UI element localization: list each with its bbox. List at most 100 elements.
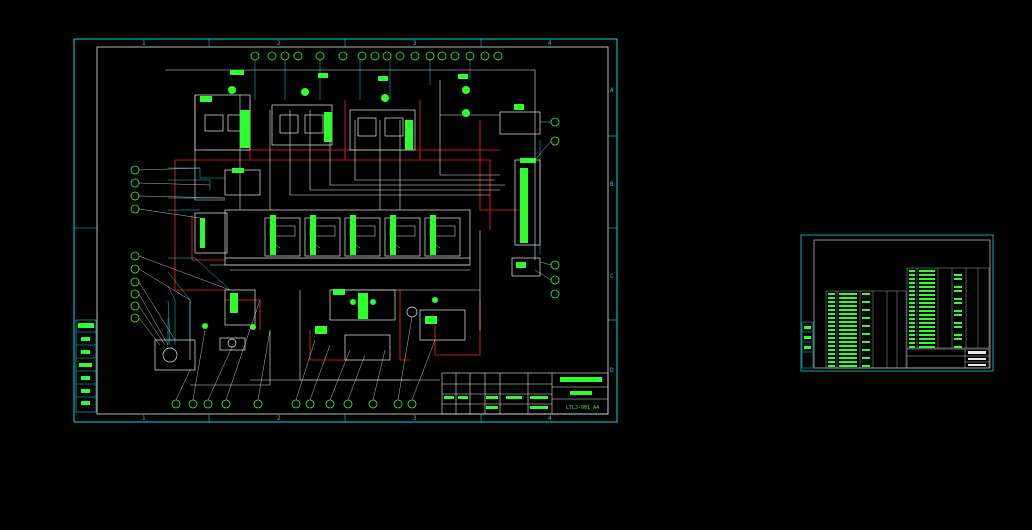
parts-row-mark — [828, 301, 835, 303]
parts-row-mark — [919, 310, 935, 312]
parts-row-mark — [954, 302, 962, 304]
parts-row-mark — [828, 321, 835, 323]
zone-label-bottom-1: 1 — [142, 415, 146, 422]
parts-row-mark — [828, 361, 835, 363]
parts-row-mark — [909, 282, 915, 284]
parts-row-mark — [919, 334, 935, 336]
parts-row-mark — [909, 330, 915, 332]
valve-bank — [194, 209, 471, 266]
parts-row-mark — [862, 365, 870, 367]
valve-block-2 — [271, 104, 333, 146]
parts-row-mark — [954, 322, 962, 324]
parts-row-mark — [862, 293, 870, 295]
parts-row-mark — [828, 357, 835, 359]
parts-row-mark — [909, 318, 915, 320]
parts-row-mark — [909, 306, 915, 308]
parts-row-mark — [954, 278, 962, 280]
parts-row-mark — [862, 301, 870, 303]
parts-row-mark — [954, 346, 962, 348]
parts-row-mark — [909, 290, 915, 292]
parts-row-mark — [828, 317, 835, 319]
parts-row-mark — [839, 349, 857, 351]
parts-row-mark — [839, 341, 857, 343]
parts-row-mark — [862, 309, 870, 311]
parts-row-mark — [839, 337, 857, 339]
parts-row-mark — [919, 330, 935, 332]
parts-row-mark — [862, 317, 870, 319]
parts-row-mark — [919, 318, 935, 320]
parts-row-mark — [954, 338, 962, 340]
parts-row-mark — [954, 286, 962, 288]
parts-row-mark — [828, 293, 835, 295]
main-sheet: 1 2 3 4 1 2 3 4 A B C D — [73, 38, 618, 423]
parts-row-mark — [839, 301, 857, 303]
parts-row-mark — [919, 322, 935, 324]
parts-title-block — [906, 348, 990, 369]
zone-label-top-4: 4 — [548, 40, 552, 47]
parts-row-mark — [828, 353, 835, 355]
parts-row-mark — [954, 326, 962, 328]
parts-inner-border — [813, 239, 991, 369]
valve-block-4 — [499, 111, 541, 135]
balloons-top — [250, 51, 560, 146]
parts-row-mark — [828, 309, 835, 311]
parts-row-mark — [919, 326, 935, 328]
pump-symbol-1 — [162, 347, 178, 363]
hydraulic-schematic — [130, 51, 560, 409]
parts-row-mark — [919, 298, 935, 300]
parts-row-mark — [919, 286, 935, 288]
parts-row-mark — [909, 278, 915, 280]
zone-label-top-2: 2 — [277, 40, 281, 47]
parts-row-mark — [919, 290, 935, 292]
parts-row-mark — [828, 325, 835, 327]
title-block — [441, 372, 609, 415]
parts-row-mark — [909, 334, 915, 336]
parts-row-mark — [954, 334, 962, 336]
parts-row-mark — [839, 353, 857, 355]
balloons-right — [550, 260, 560, 299]
parts-row-mark — [839, 321, 857, 323]
parts-row-mark — [839, 325, 857, 327]
parts-row-mark — [954, 314, 962, 316]
parts-row-mark — [919, 314, 935, 316]
parts-row-mark — [909, 286, 915, 288]
parts-row-mark — [839, 361, 857, 363]
parts-row-mark — [919, 294, 935, 296]
zone-label-bottom-3: 3 — [413, 415, 417, 422]
parts-row-mark — [954, 274, 962, 276]
zone-label-side-b: B — [610, 181, 614, 188]
component-markers — [200, 70, 536, 334]
parts-row-mark — [839, 357, 857, 359]
parts-row-mark — [839, 333, 857, 335]
parts-row-mark — [839, 365, 857, 367]
parts-row-mark — [954, 290, 962, 292]
parts-table-left — [825, 290, 907, 369]
parts-row-mark — [839, 317, 857, 319]
parts-row-mark — [909, 274, 915, 276]
parts-row-mark — [839, 309, 857, 311]
balloons-left — [130, 165, 140, 323]
zone-label-side-d: D — [610, 367, 614, 374]
leader-lines — [138, 121, 552, 401]
zone-label-top-3: 3 — [413, 40, 417, 47]
parts-row-mark — [828, 329, 835, 331]
parts-row-mark — [919, 274, 935, 276]
parts-row-mark — [839, 313, 857, 315]
parts-row-mark — [919, 338, 935, 340]
valve-block-3 — [349, 109, 416, 151]
revision-strip — [75, 319, 97, 413]
parts-row-mark — [909, 302, 915, 304]
parts-row-mark — [909, 338, 915, 340]
parts-table-right — [906, 267, 990, 349]
pilot-lines — [167, 60, 541, 346]
parts-row-mark — [839, 345, 857, 347]
parts-row-mark — [828, 305, 835, 307]
parts-row-mark — [839, 305, 857, 307]
parts-row-mark — [919, 270, 935, 272]
parts-row-mark — [828, 341, 835, 343]
parts-row-mark — [828, 313, 835, 315]
drawing-number: LTLJ-001_A4 — [566, 405, 599, 411]
parts-row-mark — [839, 293, 857, 295]
parts-row-mark — [828, 345, 835, 347]
parts-row-mark — [919, 342, 935, 344]
